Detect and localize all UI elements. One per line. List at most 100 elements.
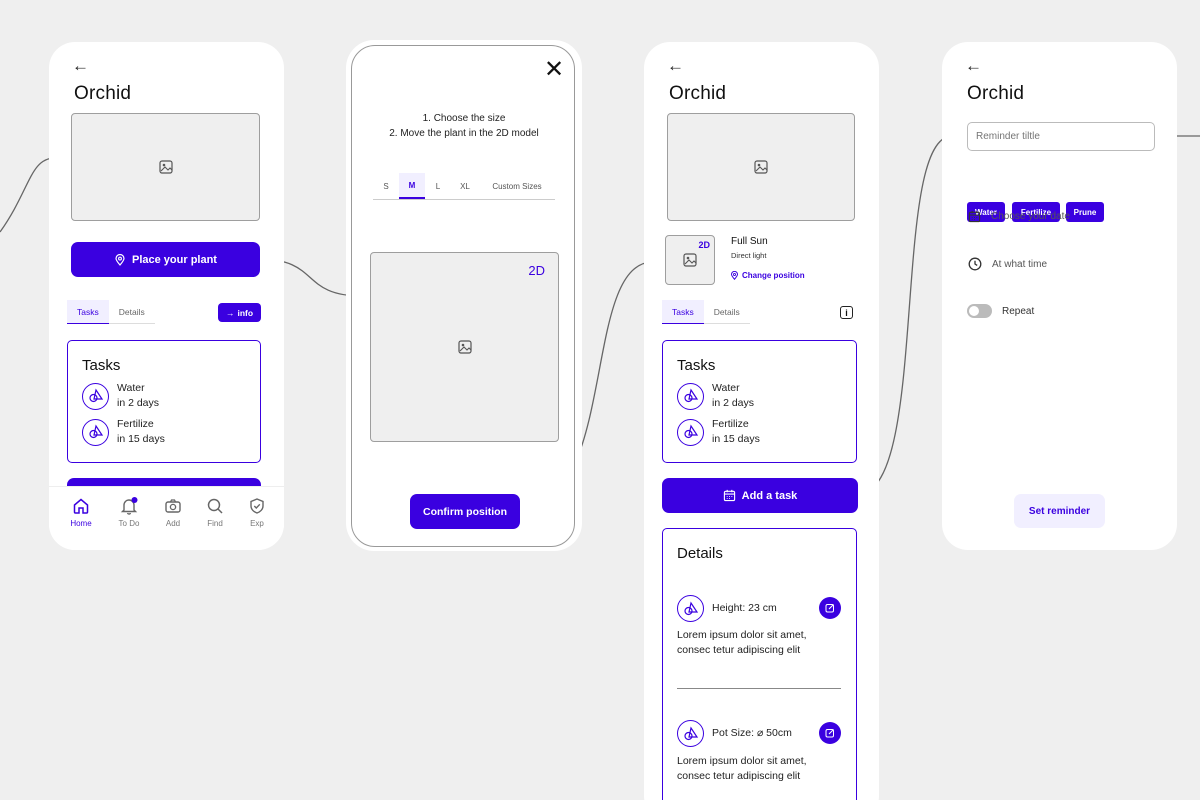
back-arrow-icon[interactable]: ←	[965, 56, 982, 75]
light-title: Full Sun	[731, 236, 768, 247]
detail-label: Pot Size: ⌀ 50cm	[712, 727, 792, 739]
nav-home-label: Home	[70, 519, 92, 528]
toggle-knob	[969, 306, 979, 316]
back-arrow-icon[interactable]: ←	[72, 56, 89, 75]
repeat-label: Repeat	[1002, 305, 1035, 317]
task-item[interactable]: Water in 2 days	[677, 381, 754, 411]
calendar-icon	[723, 489, 735, 502]
position-thumbnail[interactable]: 2D	[665, 235, 715, 285]
tab-details[interactable]: Details	[703, 300, 750, 324]
nav-todo[interactable]: To Do	[109, 497, 149, 528]
page-title: Orchid	[967, 83, 1025, 104]
screen-place-plant-outer: ✕ 1. Choose the size 2. Move the plant i…	[346, 40, 582, 551]
tasks-card: Tasks Water in 2 days Fertilize in 15 days	[662, 340, 857, 463]
confirm-position-button[interactable]: Confirm position	[410, 494, 520, 529]
tab-tasks[interactable]: Tasks	[67, 300, 109, 324]
edit-height-button[interactable]	[819, 597, 841, 619]
detail-item: Height: 23 cm	[677, 595, 777, 622]
close-icon[interactable]: ✕	[544, 56, 565, 83]
location-pin-icon	[731, 271, 738, 280]
tab-bar: Tasks Details	[662, 300, 750, 324]
model-2d-label: 2D	[528, 263, 545, 278]
chip-fertilize[interactable]: Fertilize	[1012, 202, 1060, 222]
place-plant-label: Place your plant	[132, 253, 217, 266]
nav-add[interactable]: Add	[153, 497, 193, 528]
image-icon	[754, 160, 768, 174]
edit-icon	[825, 604, 834, 613]
camera-icon	[165, 499, 181, 513]
shapes-icon	[677, 720, 704, 747]
size-option-s[interactable]: S	[383, 181, 389, 191]
screen-plant-overview: ← Orchid Place your plant Tasks Details …	[49, 42, 284, 550]
repeat-toggle[interactable]	[967, 304, 992, 318]
instruction-1: 1. Choose the size	[422, 113, 506, 124]
bell-icon	[120, 497, 138, 515]
hidden-button-edge[interactable]	[67, 478, 261, 488]
tasks-card-title: Tasks	[82, 357, 121, 374]
repeat-row: Repeat	[967, 304, 1034, 318]
location-pin-icon	[115, 253, 125, 266]
set-reminder-button[interactable]: Set reminder	[1014, 494, 1105, 528]
shapes-icon	[677, 418, 704, 446]
place-plant-button[interactable]: Place your plant	[71, 242, 260, 277]
size-option-custom[interactable]: Custom Sizes	[492, 181, 542, 191]
nav-find[interactable]: Find	[195, 497, 235, 528]
home-icon	[73, 498, 89, 514]
size-option-xl[interactable]: XL	[460, 181, 470, 191]
edit-pot-size-button[interactable]	[819, 722, 841, 744]
task-when: in 2 days	[712, 397, 755, 409]
nav-home[interactable]: Home	[61, 497, 101, 528]
time-label: At what time	[992, 258, 1048, 270]
info-icon[interactable]: i	[840, 306, 853, 319]
task-when: in 15 days	[117, 433, 165, 445]
shapes-icon	[82, 382, 109, 410]
size-option-l[interactable]: L	[435, 181, 441, 191]
date-picker[interactable]: Choose your date	[968, 210, 1070, 223]
task-item[interactable]: Fertilize in 15 days	[82, 417, 165, 447]
arrow-right-icon: →	[225, 307, 235, 318]
model-2d-area[interactable]: 2D	[370, 252, 559, 442]
nav-todo-label: To Do	[118, 519, 140, 528]
screen-place-plant: ✕ 1. Choose the size 2. Move the plant i…	[351, 45, 575, 547]
task-when: in 2 days	[117, 397, 160, 409]
plant-image-placeholder	[667, 113, 855, 221]
task-name: Water	[712, 382, 740, 394]
shapes-icon	[677, 382, 704, 410]
tab-tasks[interactable]: Tasks	[662, 300, 704, 324]
page-title: Orchid	[669, 83, 727, 104]
light-subtitle: Direct light	[731, 251, 767, 260]
detail-label: Height: 23 cm	[712, 602, 777, 614]
details-card: Details Height: 23 cm Lorem ipsum dolor …	[662, 528, 857, 800]
clock-icon	[968, 257, 982, 271]
instructions: 1. Choose the size 2. Move the plant in …	[352, 111, 576, 141]
image-icon	[683, 253, 697, 267]
detail-item: Pot Size: ⌀ 50cm	[677, 720, 792, 747]
task-name: Fertilize	[117, 418, 154, 430]
shapes-icon	[677, 595, 704, 622]
add-task-button[interactable]: Add a task	[662, 478, 858, 513]
screen-plant-detail: ← Orchid 2D Full Sun Direct light Change…	[644, 42, 879, 800]
info-label: info	[237, 307, 254, 318]
date-label: Choose your date	[991, 211, 1070, 222]
shield-icon	[250, 498, 264, 514]
tab-details[interactable]: Details	[108, 300, 155, 324]
size-selector: S M L XL Custom Sizes	[373, 173, 555, 200]
info-button[interactable]: →info	[218, 303, 261, 322]
size-option-m[interactable]: M	[399, 173, 425, 199]
tasks-card-title: Tasks	[677, 357, 716, 374]
change-position-link[interactable]: Change position	[730, 271, 805, 280]
task-item[interactable]: Fertilize in 15 days	[677, 417, 760, 447]
instruction-2: 2. Move the plant in the 2D model	[389, 128, 539, 139]
back-arrow-icon[interactable]: ←	[667, 56, 684, 75]
divider	[677, 688, 841, 689]
task-when: in 15 days	[712, 433, 760, 445]
nav-exp[interactable]: Exp	[237, 497, 277, 528]
time-picker[interactable]: At what time	[968, 257, 1047, 271]
add-task-label: Add a task	[741, 489, 798, 502]
task-name: Fertilize	[712, 418, 749, 430]
reminder-title-input[interactable]	[967, 122, 1155, 151]
nav-find-label: Find	[207, 519, 223, 528]
chip-prune[interactable]: Prune	[1066, 202, 1104, 222]
